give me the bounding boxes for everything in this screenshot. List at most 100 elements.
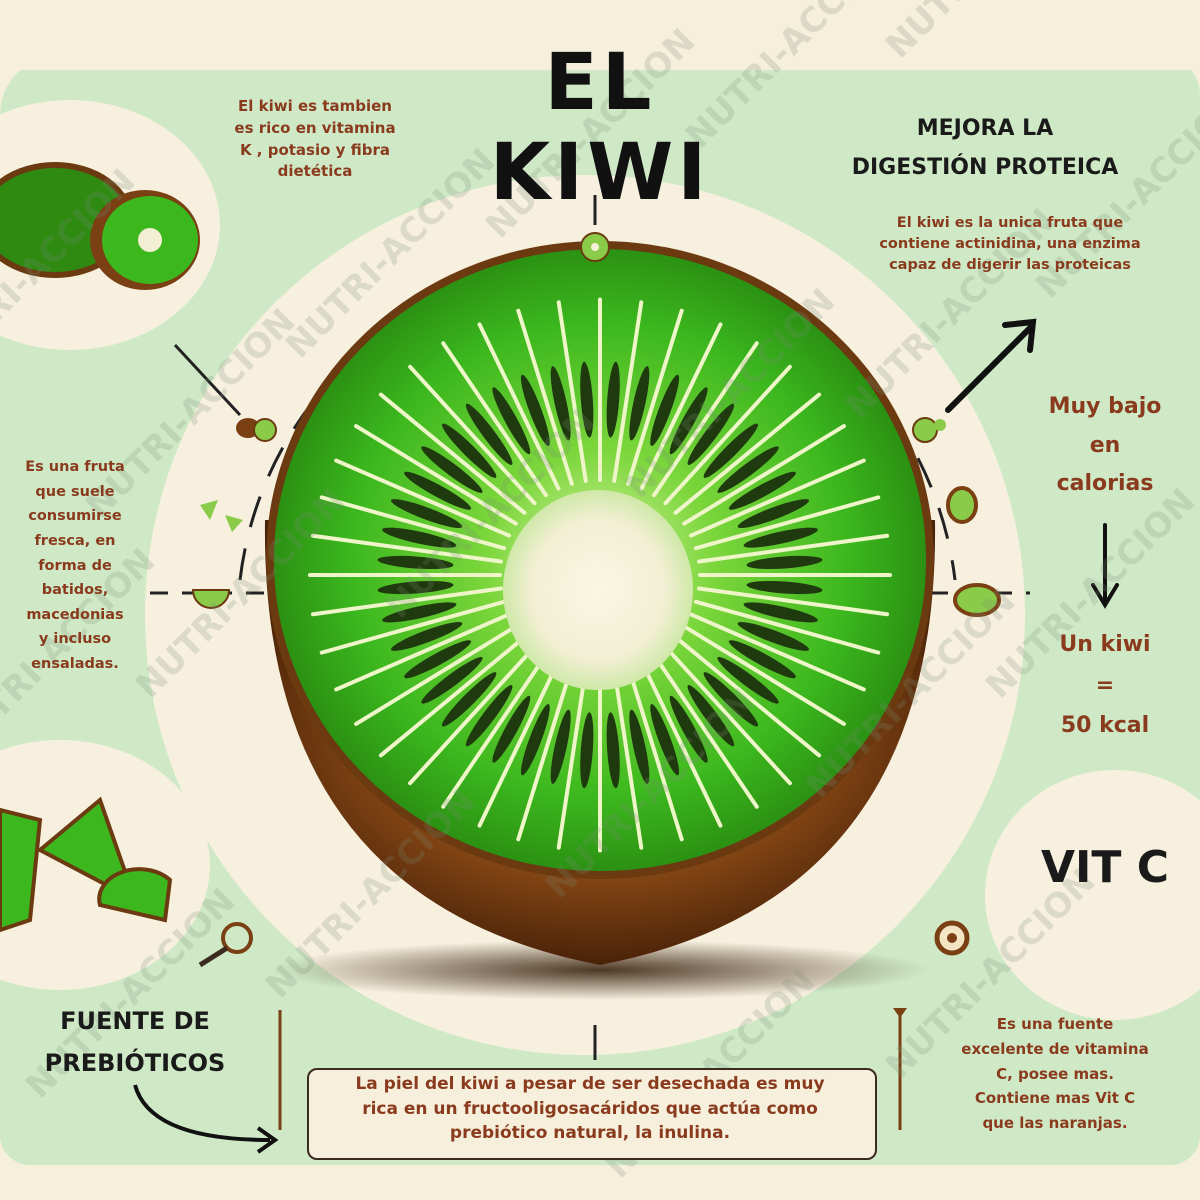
fresh-line: ensaladas. [31, 656, 119, 673]
kiwi-seed [421, 446, 483, 493]
magnifier-icon [198, 922, 253, 968]
kcal-line: = [1095, 672, 1115, 698]
watermark-text: NUTRI-ACCION [798, 581, 1023, 806]
prebiotics-heading: FUENTE DE PREBIÓTICOS [20, 1000, 250, 1084]
digestion-body: El kiwi es la unica fruta que contiene a… [860, 213, 1160, 276]
kiwi-ray [441, 652, 548, 809]
kiwi-core [503, 490, 693, 690]
kiwi-ray [693, 599, 881, 655]
kiwi-ray [663, 644, 792, 786]
watermark-text: NUTRI-ACCION [128, 481, 353, 706]
kiwi-slices-icon [0, 796, 173, 933]
fresh-note: Es una fruta que suele consumirse fresca… [10, 455, 140, 677]
kiwi-seed [743, 602, 818, 623]
kiwi-ray [639, 322, 723, 491]
note-line: dietética [277, 162, 353, 181]
body-line: prebiótico natural, la inulina. [449, 1123, 731, 1144]
note-line: K , potasio y fibra [239, 140, 391, 159]
watermark-text: NUTRI-ACCION [0, 161, 143, 386]
mini-kiwi-left3-icon [191, 589, 231, 609]
kiwi-ray [477, 322, 561, 491]
kiwi-ray [378, 392, 527, 515]
kiwi-seed [728, 640, 796, 679]
kiwi-ray [408, 364, 537, 506]
kiwi-seed [743, 527, 818, 548]
kiwi-seed [520, 374, 550, 446]
mini-kiwi-right-icon [912, 417, 946, 443]
body-line: La piel del kiwi a pesar de ser desechad… [355, 1074, 825, 1094]
kiwi-seed [377, 555, 454, 570]
kiwi-seed [687, 685, 735, 747]
watermark-text: NUTRI-ACCION [538, 681, 763, 906]
pin-icon [278, 1008, 907, 1130]
watermark-text: NUTRI-ACCION [258, 781, 483, 1006]
kiwi-seed [465, 685, 513, 747]
kiwi-seed [669, 695, 708, 763]
kiwi-seed [404, 471, 472, 510]
kiwi-seed [606, 361, 620, 438]
watermark-text: NUTRI-ACCION [378, 401, 603, 626]
body-line: capaz de digerir las proteicas [889, 257, 1131, 274]
kiwi-seed [737, 499, 810, 529]
paper-bottom-band [0, 1165, 1200, 1200]
fresh-line: que suele [35, 483, 115, 500]
fresh-line: consumirse [28, 508, 122, 525]
kiwi-ray [378, 635, 527, 758]
kiwi-ray [693, 495, 881, 551]
kiwi-rays [308, 297, 892, 853]
kiwi-seed [606, 712, 620, 789]
kiwi-seed [492, 387, 531, 455]
kiwi-seed [703, 423, 759, 478]
kiwi-ray [516, 308, 574, 486]
mini-kiwi-left2-icon [200, 500, 243, 532]
note-line: El kiwi es tambien [238, 97, 392, 115]
heading-line: FUENTE DE [60, 1007, 210, 1035]
kiwi-ray [673, 635, 822, 758]
watermark-text: NUTRI-ACCION [618, 281, 843, 506]
kiwi-ray [673, 392, 822, 515]
fresh-line: fresca, en [34, 532, 116, 549]
calories-line: Muy bajo [1048, 394, 1162, 419]
kiwi-ray [682, 624, 846, 726]
calories-line: calorias [1056, 471, 1154, 496]
watermark-text: NUTRI-ACCION [878, 0, 1103, 66]
heading-line: DIGESTIÓN PROTEICA [851, 154, 1119, 180]
fresh-line: y incluso [38, 631, 112, 648]
kiwi-seed [492, 695, 531, 763]
kiwi-seed [687, 403, 735, 465]
kiwi-ray [612, 300, 644, 483]
prebiotics-body: La piel del kiwi a pesar de ser desechad… [320, 1072, 860, 1146]
body-line: contiene actinidina, una enzima [879, 236, 1141, 253]
arrow-up-right-icon [945, 318, 1037, 413]
heading-line: PREBIÓTICOS [44, 1049, 226, 1077]
kiwi-seed [550, 709, 571, 784]
kiwi-seed [404, 640, 472, 679]
kiwi-seeds [377, 361, 823, 789]
kiwi-ray [688, 612, 866, 692]
arrow-down-icon [1091, 523, 1119, 609]
kiwi-seed [550, 366, 571, 441]
calories-note: Muy bajo en calorias [1020, 388, 1190, 504]
kiwi-seed [580, 361, 594, 438]
kiwi-seed [441, 672, 497, 727]
kiwi-ray [688, 458, 866, 538]
body-line: El kiwi es la unica fruta que [896, 215, 1124, 231]
kiwi-ray [441, 341, 548, 498]
kiwi-ray [354, 424, 518, 526]
kiwi-seed [629, 709, 650, 784]
mini-kiwi-right2-icon [946, 486, 978, 524]
kiwi-ray [663, 364, 792, 506]
heading-line: MEJORA LA [916, 116, 1054, 141]
paper-top-band [0, 0, 1200, 70]
vitamin-c-label: VIT C [1040, 842, 1170, 893]
kiwi-ray [310, 533, 504, 564]
kiwi-ray [516, 664, 574, 842]
calories-line: en [1089, 432, 1121, 458]
kiwi-seed [717, 446, 779, 493]
kiwi-ray [556, 667, 588, 850]
kiwi-ray [319, 495, 507, 551]
kiwi-seed [382, 602, 457, 623]
whole-kiwis-icon [0, 162, 200, 290]
